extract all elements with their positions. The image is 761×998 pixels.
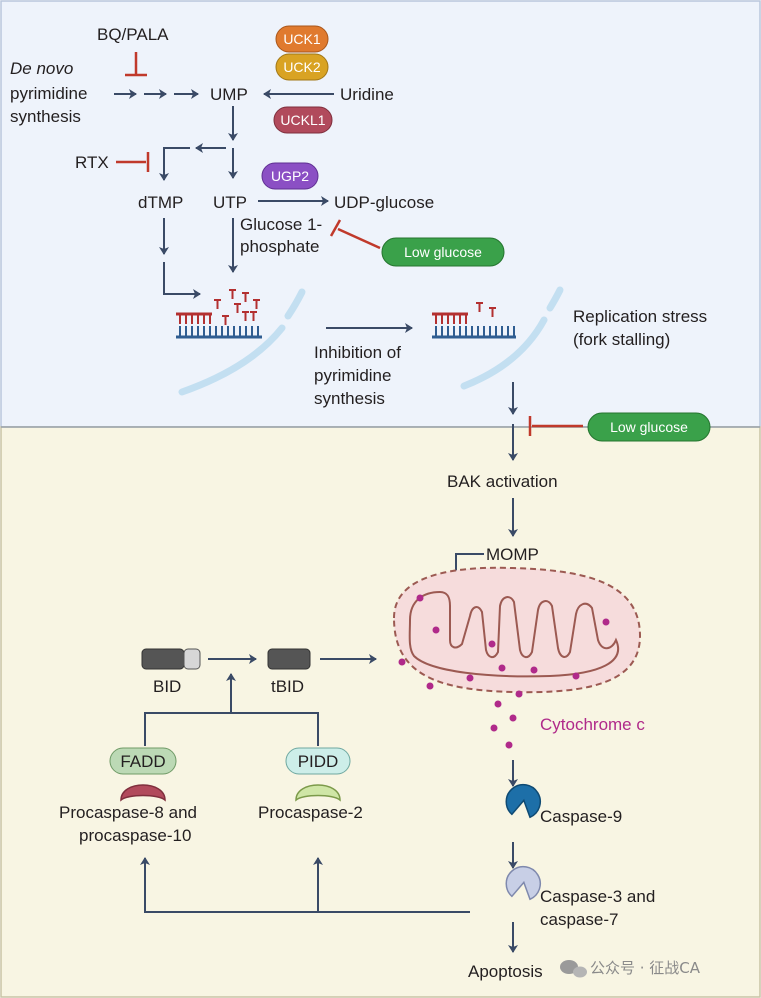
svg-text:UCK1: UCK1 — [283, 31, 321, 47]
svg-text:UGP2: UGP2 — [271, 168, 309, 184]
procaspase-8-label-1: Procaspase-8 and — [59, 803, 197, 822]
momp-label: MOMP — [486, 545, 539, 564]
uridine-label: Uridine — [340, 85, 394, 104]
pidd-pill: PIDD — [285, 747, 351, 775]
feedback-line — [140, 857, 470, 913]
inhibition-label-3: synthesis — [314, 389, 385, 408]
glucose-inhibitor — [329, 219, 381, 250]
dna-replication-fork-1 — [176, 289, 262, 339]
low-glucose-bak-inhibitor — [528, 416, 583, 436]
uckl1-pill: UCKL1 — [273, 106, 333, 134]
bid-protein — [141, 648, 201, 670]
de-novo-label: De novo — [10, 59, 73, 78]
svg-text:公众号 · 征战CA: 公众号 · 征战CA — [590, 959, 701, 977]
low-glucose-pill-1: Low glucose — [381, 237, 505, 267]
bid-label: BID — [153, 677, 181, 696]
svg-text:UCKL1: UCKL1 — [280, 112, 325, 128]
rtx-label: RTX — [75, 153, 109, 172]
svg-text:FADD: FADD — [120, 752, 165, 771]
svg-text:PIDD: PIDD — [298, 752, 339, 771]
procaspase-8-label-2: procaspase-10 — [79, 826, 191, 845]
inhibition-label-1: Inhibition of — [314, 343, 401, 362]
low-glucose-pill-2: Low glucose — [587, 412, 711, 442]
svg-text:Low glucose: Low glucose — [404, 244, 482, 260]
caspase-3-7-label-1: Caspase-3 and — [540, 887, 655, 906]
procaspase-8-shape — [120, 784, 166, 802]
fadd-pill: FADD — [109, 747, 177, 775]
cytochrome-c-label: Cytochrome c — [540, 715, 645, 734]
bq-pala-inhibitor — [125, 52, 147, 77]
apoptosis-label: Apoptosis — [468, 962, 543, 981]
procaspase-2-shape — [295, 784, 341, 802]
rtx-inhibitor — [116, 152, 150, 172]
membrane-arc-4 — [546, 286, 564, 312]
ugp2-pill: UGP2 — [261, 162, 319, 190]
glucose1-phosphate-label-1: Glucose 1- — [240, 215, 322, 234]
bq-pala-label: BQ/PALA — [97, 25, 169, 44]
glucose1-phosphate-label-2: phosphate — [240, 237, 319, 256]
uck1-pill: UCK1 — [275, 25, 329, 53]
membrane-arc-2 — [284, 288, 306, 320]
tbid-protein — [267, 648, 311, 670]
svg-text:Low glucose: Low glucose — [610, 419, 688, 435]
pyrimidine-label: pyrimidine — [10, 84, 87, 103]
bottom-panel — [0, 426, 761, 998]
inhibition-label-2: pyrimidine — [314, 366, 391, 385]
replication-stress-label-1: Replication stress — [573, 307, 707, 326]
synthesis-label: synthesis — [10, 107, 81, 126]
utp-label: UTP — [213, 193, 247, 212]
replication-stress-label-2: (fork stalling) — [573, 330, 670, 349]
branch-to-dtmp-arrow — [159, 147, 190, 181]
cytochrome-c-dots — [490, 690, 523, 749]
membrane-arc-3 — [460, 316, 548, 390]
ump-label: UMP — [210, 85, 248, 104]
wechat-icon — [560, 960, 587, 978]
dtmp-to-dna-arrow — [163, 262, 201, 299]
membrane-arc-1 — [178, 324, 286, 396]
procaspase-2-label: Procaspase-2 — [258, 803, 363, 822]
caspase-3-7-shape — [505, 865, 542, 901]
caspase-9-label: Caspase-9 — [540, 807, 622, 826]
dtmp-label: dTMP — [138, 193, 183, 212]
uck2-pill: UCK2 — [275, 53, 329, 81]
caspase-3-7-label-2: caspase-7 — [540, 910, 618, 929]
mitochondrion — [392, 566, 642, 694]
dna-replication-fork-2 — [432, 302, 516, 339]
tbid-label: tBID — [271, 677, 304, 696]
svg-text:UCK2: UCK2 — [283, 59, 321, 75]
caspase-9-shape — [505, 783, 542, 819]
top-panel — [0, 0, 761, 428]
bak-activation-label: BAK activation — [447, 472, 558, 491]
udp-glucose-label: UDP-glucose — [334, 193, 434, 212]
watermark: 公众号 · 征战CA — [560, 959, 701, 978]
